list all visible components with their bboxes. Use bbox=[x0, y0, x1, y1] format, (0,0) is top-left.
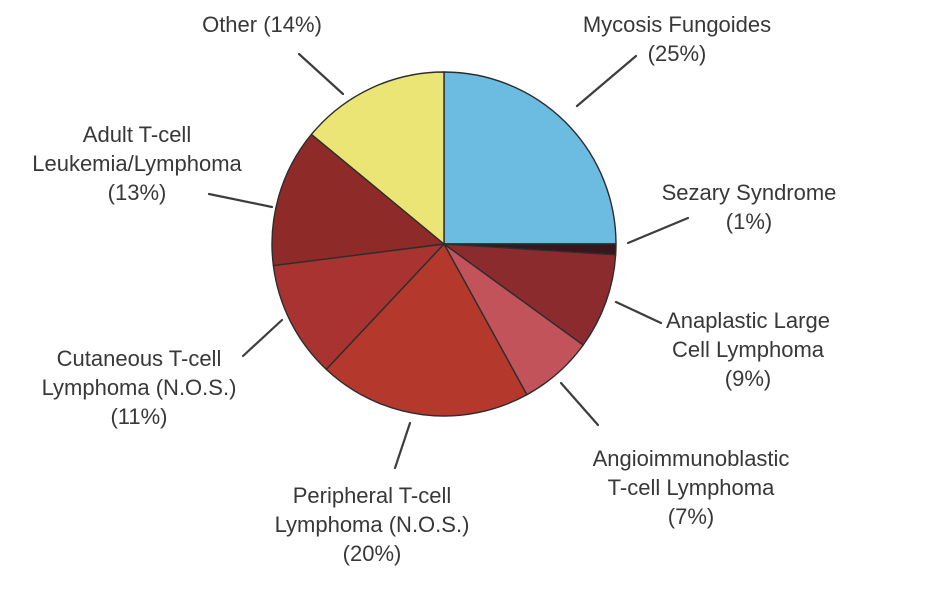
leader-line-mycosis-fungoides bbox=[575, 54, 638, 108]
pie-slice-anaplastic-large-cell-lymphoma bbox=[443, 243, 617, 346]
label-other: Other (14%) bbox=[202, 12, 322, 37]
leader-line-angioimmunoblastic bbox=[559, 381, 600, 427]
label-adult-t-cell-leukemia-lymphoma: Adult T-cell Leukemia/Lymphoma (13%) bbox=[32, 122, 242, 205]
label-cutaneous-t-cell-lymphoma: Cutaneous T-cell Lymphoma (N.O.S.) (11%) bbox=[41, 346, 237, 429]
pie-slice-mycosis-fungoides bbox=[443, 71, 617, 245]
leader-line-adult bbox=[207, 192, 274, 209]
pie-slice-peripheral-t-cell-lymphoma-nos bbox=[325, 243, 528, 417]
pie-slice-cutaneous-t-cell-lymphoma-nos bbox=[272, 243, 445, 371]
label-peripheral-t-cell-lymphoma: Peripheral T-cell Lymphoma (N.O.S.) (20%… bbox=[274, 483, 470, 566]
leader-line-anaplastic bbox=[614, 300, 663, 325]
label-anaplastic-large-cell-lymphoma: Anaplastic Large Cell Lymphoma (9%) bbox=[666, 308, 830, 391]
pie-slice-adult-t-cell-leukemia-lymphoma bbox=[271, 133, 445, 267]
leader-line-cutaneous bbox=[241, 318, 284, 358]
pie-slice-other bbox=[310, 71, 445, 245]
label-angioimmunoblastic-t-cell-lymphoma: Angioimmunoblastic T-cell Lymphoma (7%) bbox=[592, 446, 790, 529]
label-sezary-syndrome: Sezary Syndrome (1%) bbox=[661, 180, 837, 234]
label-mycosis-fungoides: Mycosis Fungoides (25%) bbox=[582, 12, 772, 66]
leader-line-other bbox=[297, 52, 345, 96]
leader-line-sezary-syndrome bbox=[626, 216, 690, 245]
leader-line-peripheral bbox=[393, 421, 412, 470]
